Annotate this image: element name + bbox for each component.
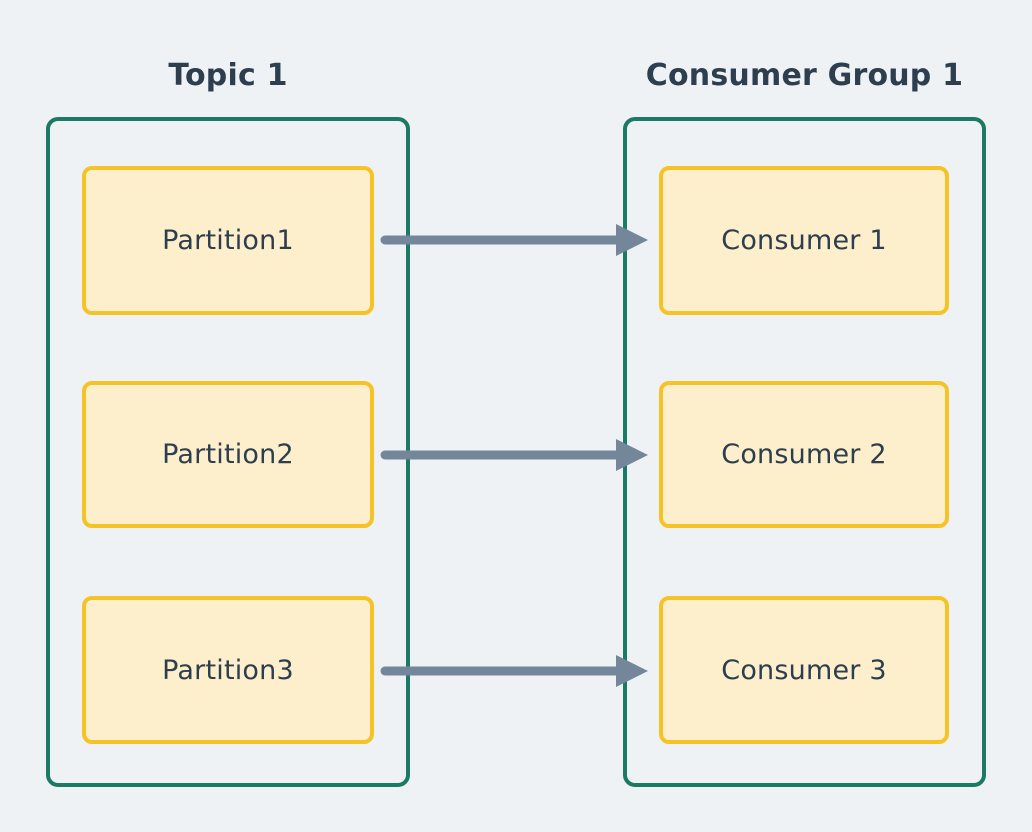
partition-node-2-label: Partition2 [162, 439, 294, 470]
consumer-node-2[interactable]: Consumer 2 [659, 381, 949, 528]
partition-node-3-label: Partition3 [162, 654, 294, 686]
partition-node-1-label: Partition1 [162, 225, 294, 256]
consumer-group-column-title: Consumer Group 1 [645, 58, 964, 93]
topic-column-title: Topic 1 [168, 58, 288, 93]
partition-node-1[interactable]: Partition1 [82, 166, 374, 315]
partition-node-3[interactable]: Partition3 [82, 596, 374, 744]
consumer-node-2-label: Consumer 2 [721, 439, 887, 470]
consumer-node-1-label: Consumer 1 [721, 225, 887, 256]
consumer-node-3[interactable]: Consumer 3 [659, 596, 949, 744]
consumer-node-1[interactable]: Consumer 1 [659, 166, 949, 315]
partition-node-2[interactable]: Partition2 [82, 381, 374, 528]
consumer-node-3-label: Consumer 3 [721, 654, 887, 686]
